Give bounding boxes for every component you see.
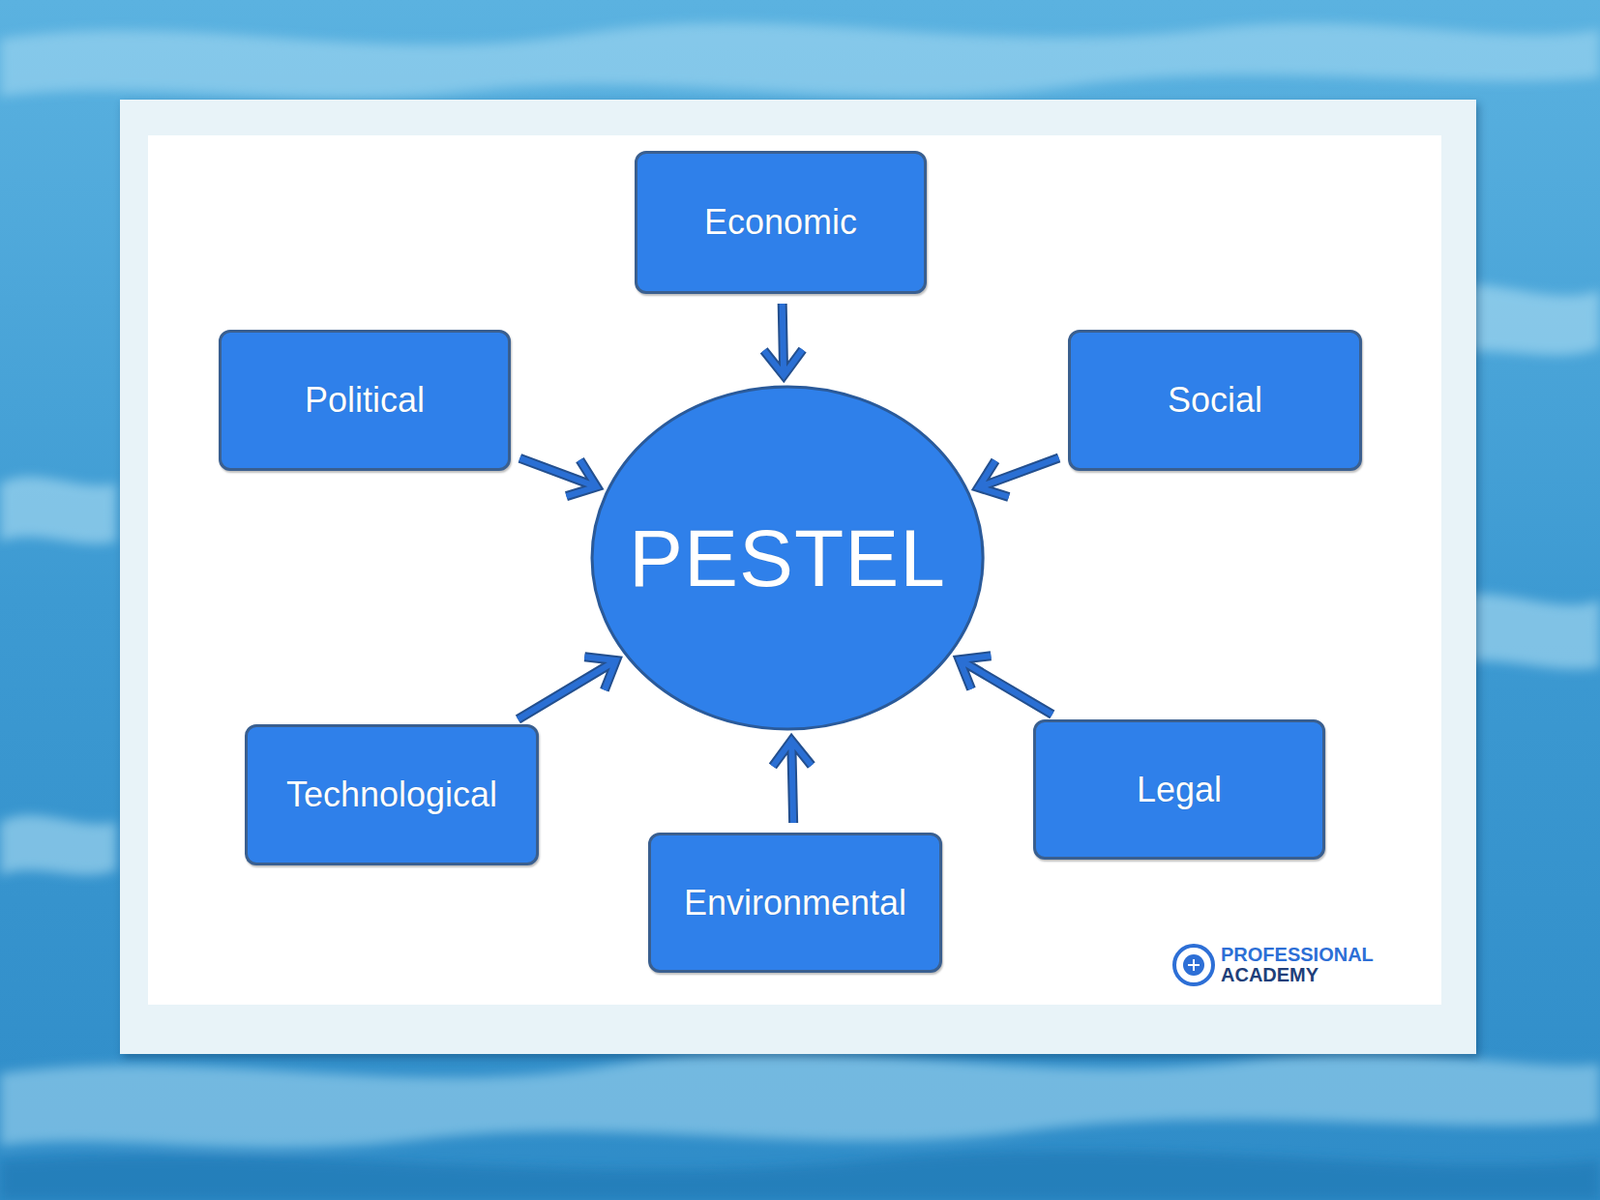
arrow-connector: [977, 458, 1059, 498]
factor-label: Technological: [286, 774, 498, 816]
factor-label: Economic: [704, 202, 858, 243]
arrow-connector: [519, 458, 596, 497]
arrow-connector: [772, 740, 812, 824]
legal-box: Legal: [1033, 719, 1326, 860]
pestel-circle: PESTEL: [590, 385, 985, 732]
arrow-stroke: [764, 303, 803, 376]
factor-label: Social: [1167, 380, 1263, 421]
arrow-stroke: [517, 656, 616, 720]
factor-label: Legal: [1136, 770, 1222, 811]
arrow-connector: [764, 303, 803, 376]
environmental-box: Environmental: [648, 832, 943, 974]
logo-text: ACADEMY: [1220, 965, 1319, 986]
arrow-stroke: [517, 656, 616, 720]
social-box: Social: [1067, 329, 1363, 472]
factor-label: Political: [304, 380, 425, 421]
economic-box: Economic: [634, 150, 927, 295]
arrow-stroke: [772, 740, 812, 824]
arrow-connector: [517, 656, 616, 720]
factor-label: Environmental: [683, 883, 907, 924]
technological-box: Technological: [244, 724, 539, 866]
arrow-stroke: [519, 458, 596, 497]
arrow-stroke: [959, 655, 1053, 715]
arrow-connector: [959, 655, 1053, 715]
center-title: PESTEL: [628, 511, 947, 606]
arrow-stroke: [977, 458, 1059, 498]
arrow-stroke: [977, 458, 1059, 498]
political-box: Political: [218, 329, 511, 472]
arrow-stroke: [959, 655, 1053, 715]
logo-text: PROFESSIONAL: [1220, 945, 1374, 966]
logo-icon: [1171, 943, 1216, 988]
arrow-stroke: [772, 740, 812, 824]
arrow-stroke: [764, 303, 803, 376]
arrow-stroke: [519, 458, 596, 497]
